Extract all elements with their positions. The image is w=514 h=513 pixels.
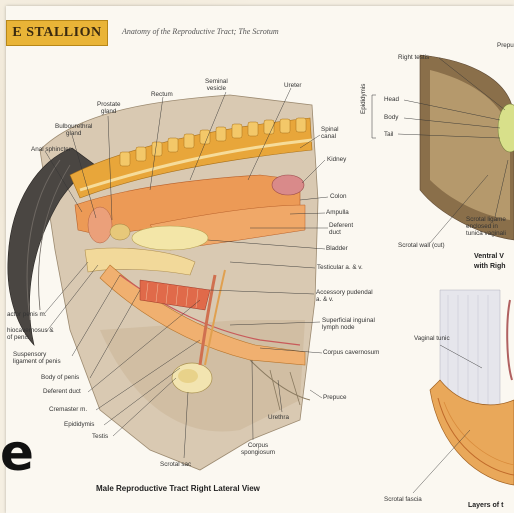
- label-spinal-canal: Spinal canal: [321, 126, 339, 140]
- layers-view-caption: Layers of t: [468, 502, 503, 509]
- label-colon: Colon: [330, 193, 346, 200]
- label-tail: Tail: [384, 131, 393, 138]
- kidney: [272, 175, 304, 195]
- label-deferent-duct-top: Deferent duct: [329, 222, 353, 236]
- label-accessory-pudendal: Accessory pudendal a. & v.: [316, 289, 373, 303]
- label-corpus-spongiosum: Corpus spongiosum: [241, 442, 275, 456]
- label-body-of-penis: Body of penis: [41, 374, 79, 381]
- label-rectum: Rectum: [151, 91, 173, 98]
- chapter-title-fragment: E STALLION: [6, 20, 108, 46]
- label-body: Body: [384, 114, 398, 121]
- label-epididymis-vertical: Epididymis: [360, 84, 367, 114]
- overlay-letter: e: [0, 428, 34, 478]
- label-scrotal-wall: Scrotal wall (cut): [398, 242, 445, 249]
- label-prepuce: Prepuce: [323, 394, 346, 401]
- label-kidney: Kidney: [327, 156, 346, 163]
- label-urethra: Urethra: [268, 414, 289, 421]
- ventral-view-caption: Ventral V with Righ: [474, 252, 506, 272]
- label-epididymis: Epididymis: [64, 421, 94, 428]
- label-scrotal-ligament: Scrotal ligame enclosed in tunica vagina…: [466, 216, 506, 237]
- label-ampulla: Ampulla: [326, 209, 349, 216]
- bladder: [132, 226, 208, 250]
- main-view-caption: Male Reproductive Tract Right Lateral Vi…: [96, 484, 260, 493]
- label-testis: Testis: [92, 433, 108, 440]
- label-prostate-gland: Prostate gland: [97, 101, 120, 115]
- label-prepuce-fragment: Prepu: [497, 42, 514, 49]
- label-head: Head: [384, 96, 399, 103]
- label-retractor-penis: actor penis m.: [7, 311, 47, 318]
- label-bulbourethral-gland: Bulbourethral gland: [55, 123, 92, 137]
- label-right-testis: Right testis: [398, 54, 429, 61]
- label-scrotal-fascia: Scrotal fascia: [384, 496, 422, 503]
- label-anal-sphincter: Anal sphincter: [31, 146, 71, 153]
- label-ureter: Ureter: [284, 82, 302, 89]
- label-ischiocavernosus: hiocavernosus & of penis: [7, 327, 54, 341]
- label-corpus-cavernosum: Corpus cavernosum: [323, 349, 379, 356]
- label-vaginal-tunic: Vaginal tunic: [414, 335, 450, 342]
- label-bladder: Bladder: [326, 245, 348, 252]
- label-testicular-av: Testicular a. & v.: [317, 264, 363, 271]
- page-subtitle: Anatomy of the Reproductive Tract; The S…: [122, 27, 279, 36]
- label-deferent-duct: Deferent duct: [43, 388, 81, 395]
- label-superficial-inguinal: Superficial inguinal lymph node: [322, 317, 375, 331]
- label-suspensory-ligament: Suspensory ligament of penis: [13, 351, 61, 365]
- label-seminal-vesicle: Seminal vesicle: [205, 78, 228, 92]
- label-cremaster: Cremaster m.: [49, 406, 87, 413]
- label-scrotal-sac: Scrotal sac: [160, 461, 191, 468]
